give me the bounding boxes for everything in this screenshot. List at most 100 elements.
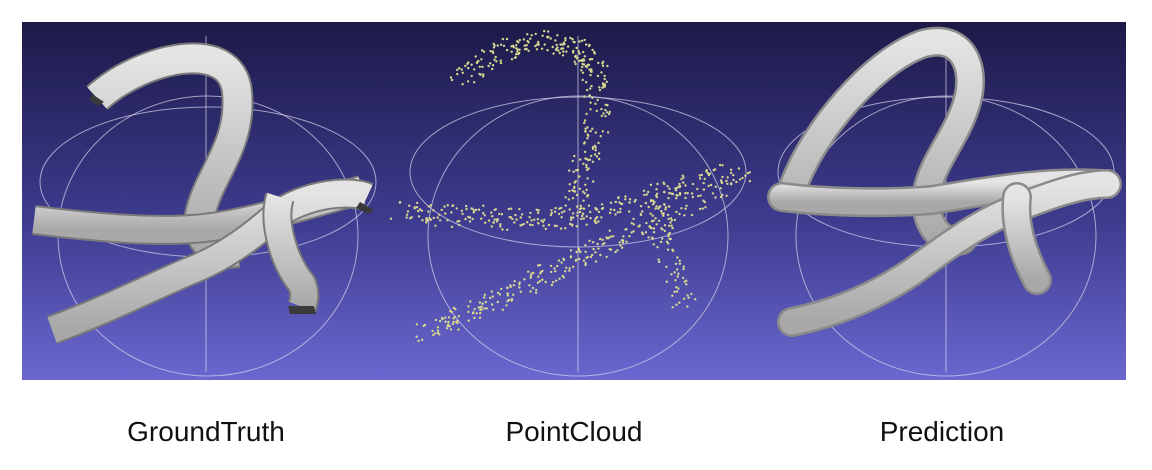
cloud-point bbox=[456, 220, 459, 223]
cloud-point bbox=[468, 220, 472, 223]
cloud-point bbox=[676, 256, 679, 259]
cloud-point bbox=[523, 278, 526, 281]
cloud-point bbox=[589, 70, 593, 73]
cloud-point bbox=[529, 211, 532, 215]
cloud-point bbox=[652, 219, 655, 222]
cloud-point bbox=[520, 223, 524, 227]
cloud-point bbox=[455, 320, 459, 323]
cloud-point bbox=[478, 65, 481, 68]
point-cloud-render bbox=[389, 29, 752, 377]
cloud-point bbox=[614, 250, 617, 254]
cloud-point bbox=[661, 237, 664, 240]
cloud-point bbox=[518, 207, 521, 211]
cloud-point bbox=[634, 198, 637, 202]
cloud-point bbox=[624, 195, 627, 198]
cloud-point bbox=[496, 44, 499, 47]
cloud-point bbox=[668, 237, 671, 241]
cloud-point bbox=[678, 259, 681, 262]
cloud-point bbox=[447, 316, 451, 319]
cloud-point bbox=[583, 141, 586, 144]
cloud-point bbox=[479, 73, 482, 76]
cloud-point bbox=[589, 129, 592, 133]
cloud-point bbox=[594, 102, 597, 106]
cloud-point bbox=[440, 316, 444, 320]
cloud-point bbox=[470, 74, 473, 78]
cloud-point bbox=[585, 188, 588, 192]
cloud-point bbox=[483, 307, 486, 310]
cloud-point bbox=[678, 301, 681, 304]
cloud-point bbox=[541, 220, 545, 224]
cloud-point bbox=[501, 37, 505, 41]
cloud-point bbox=[537, 40, 540, 44]
cloud-point bbox=[534, 44, 537, 48]
cloud-point bbox=[450, 78, 454, 82]
cloud-point bbox=[434, 318, 438, 322]
cloud-point bbox=[667, 217, 670, 221]
cloud-point bbox=[587, 63, 591, 67]
cloud-point bbox=[583, 55, 586, 58]
cloud-point bbox=[703, 177, 706, 181]
cloud-point bbox=[583, 150, 587, 154]
cloud-point bbox=[587, 134, 590, 137]
cloud-point bbox=[498, 293, 502, 296]
cloud-point bbox=[448, 325, 451, 328]
cloud-point bbox=[499, 59, 502, 62]
cloud-point bbox=[585, 157, 588, 160]
cloud-point bbox=[581, 62, 584, 66]
cloud-point bbox=[492, 221, 495, 224]
cloud-point bbox=[630, 222, 633, 225]
cloud-point bbox=[600, 71, 603, 74]
cloud-point bbox=[528, 223, 532, 226]
cloud-point bbox=[451, 322, 455, 326]
cloud-point bbox=[701, 207, 704, 210]
cloud-point bbox=[564, 39, 567, 42]
cloud-point bbox=[506, 228, 509, 231]
cloud-point bbox=[590, 68, 593, 71]
cloud-point bbox=[465, 207, 468, 211]
caption-prediction: Prediction bbox=[879, 416, 1005, 447]
cloud-point bbox=[460, 68, 463, 71]
cloud-point bbox=[581, 78, 584, 82]
cloud-point bbox=[473, 308, 476, 311]
cloud-point bbox=[563, 210, 566, 213]
cloud-point bbox=[618, 241, 621, 244]
cloud-point bbox=[666, 248, 670, 251]
cloud-point bbox=[480, 308, 483, 311]
cloud-point bbox=[453, 315, 457, 319]
cloud-point bbox=[725, 179, 728, 183]
cloud-point bbox=[585, 168, 589, 172]
cloud-point bbox=[628, 235, 631, 238]
cloud-point bbox=[427, 210, 430, 213]
cloud-point bbox=[732, 178, 735, 182]
cloud-point bbox=[652, 227, 656, 230]
cloud-point bbox=[744, 174, 747, 177]
cloud-point bbox=[444, 212, 447, 215]
cloud-point bbox=[527, 49, 530, 52]
cloud-point bbox=[607, 236, 611, 239]
cloud-point bbox=[632, 217, 635, 221]
cloud-point bbox=[480, 58, 483, 61]
cloud-point bbox=[678, 185, 682, 188]
cloud-point bbox=[601, 130, 604, 133]
cloud-point bbox=[542, 224, 545, 227]
caption-ground-truth: GroundTruth bbox=[127, 416, 285, 447]
caption-point-cloud: PointCloud bbox=[505, 416, 643, 447]
cloud-point bbox=[718, 163, 722, 167]
cloud-point bbox=[475, 312, 478, 315]
cloud-point bbox=[580, 217, 583, 221]
cloud-point bbox=[572, 265, 575, 268]
cloud-point bbox=[406, 210, 410, 213]
cloud-point bbox=[729, 168, 733, 171]
cloud-point bbox=[469, 300, 472, 303]
cloud-point bbox=[557, 259, 561, 262]
cloud-point bbox=[455, 207, 458, 210]
cloud-point bbox=[526, 221, 529, 224]
cloud-point bbox=[456, 68, 459, 72]
cloud-point bbox=[690, 192, 694, 195]
cloud-point bbox=[608, 248, 611, 251]
cloud-point bbox=[480, 305, 483, 308]
cloud-point bbox=[482, 212, 485, 215]
cloud-point bbox=[702, 188, 706, 191]
cloud-point bbox=[704, 206, 707, 209]
cloud-point bbox=[457, 328, 460, 331]
